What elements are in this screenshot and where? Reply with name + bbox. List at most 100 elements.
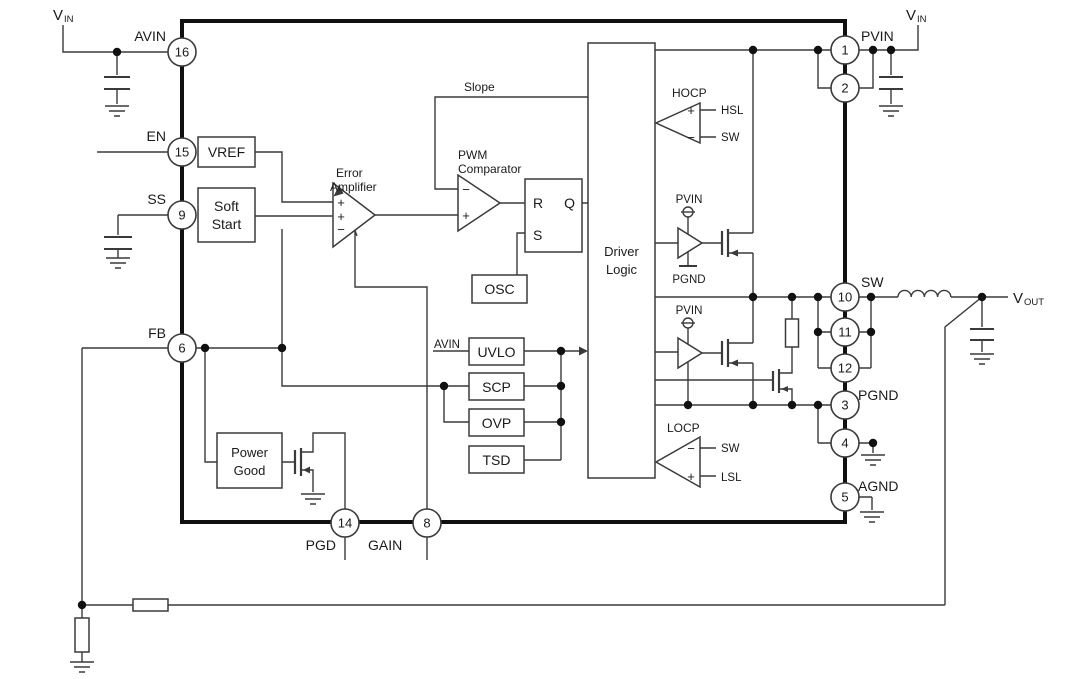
wire-power-good (282, 432, 346, 509)
pin-1-pvin: 1 PVIN (830, 28, 894, 65)
pin-5-agnd: 5 AGND (830, 478, 898, 512)
pin-label-pgd: PGD (306, 537, 336, 553)
ground-vin-right (879, 105, 903, 117)
wire-vin-pvin (859, 25, 919, 104)
ls-fet-arrow (730, 359, 738, 367)
pin-8-gain: 8 GAIN (368, 508, 442, 553)
pwm-minus: − (462, 182, 470, 197)
hocp-plus: + (687, 103, 695, 118)
tsd-box (468, 445, 525, 474)
driver-logic-block: Driver Logic (587, 42, 656, 479)
ground-fb-divider (70, 661, 94, 673)
pin-14-pgd: 14 PGD (306, 508, 360, 553)
error-amp-minus: − (337, 222, 345, 237)
high-side-buffer: PVIN PGND (672, 194, 705, 286)
osc-block: OSC (471, 274, 528, 304)
junction-dot (200, 343, 210, 353)
soft-start-label-1: Soft (214, 198, 239, 214)
vin-left-capacitor (104, 76, 130, 90)
soft-start-box (197, 187, 256, 243)
power-good-mosfet (293, 448, 310, 476)
pin-number-4: 4 (841, 436, 848, 451)
pin-label-pvin: PVIN (861, 28, 894, 44)
hocp-minus: − (687, 130, 695, 145)
pin-number-16: 16 (175, 45, 189, 60)
wire-gnd-bridges (817, 405, 874, 510)
pwm-comparator-triangle (457, 173, 502, 233)
tsd-label: TSD (483, 452, 511, 468)
pin-11-sw: 11 (830, 317, 860, 347)
soft-start-label-2: Start (212, 216, 242, 232)
pin-4-pgnd: 4 (830, 428, 860, 458)
error-amp-plus1: + (337, 195, 345, 210)
junction-dot (748, 45, 758, 55)
pin-circle-6 (167, 333, 197, 363)
junction-dot (748, 400, 758, 410)
pin-label-pgnd: PGND (858, 387, 898, 403)
pin-9-ss: 9 SS (147, 191, 197, 230)
pin-number-8: 8 (423, 516, 430, 531)
pin-circle-15 (167, 137, 197, 167)
flip-flop-q: Q (564, 195, 575, 211)
current-sense-resistor (784, 318, 800, 348)
pin-label-ss: SS (147, 191, 166, 207)
pin-number-9: 9 (178, 208, 185, 223)
pin-number-14: 14 (338, 516, 352, 531)
pin-2-pvin: 2 (830, 73, 860, 103)
error-amp-label-1: Error (336, 166, 363, 180)
pin-16-avin: 16 AVIN (134, 28, 197, 67)
junction-dot (683, 400, 693, 410)
ground-symbols (70, 105, 994, 673)
low-side-buffer: PVIN (676, 305, 704, 370)
pin-circle-12 (830, 353, 860, 383)
gain-arrowhead (333, 185, 344, 197)
junction-dots (77, 45, 987, 610)
ls-buffer-triangle (677, 336, 704, 370)
power-good-label-1: Power (231, 445, 269, 460)
error-amp-triangle (332, 181, 377, 249)
power-good-block: Power Good (216, 432, 283, 489)
vout-sub: OUT (1024, 297, 1044, 308)
vin-right-sub: IN (917, 14, 927, 25)
pin-number-2: 2 (841, 81, 848, 96)
pin-label-fb: FB (148, 325, 166, 341)
ground-ss (106, 257, 130, 269)
pin-circle-1 (830, 35, 860, 65)
wire-fb-divider (81, 296, 983, 662)
scp-label: SCP (482, 379, 511, 395)
wire-hocp-stubs (700, 109, 716, 138)
vout-label: V (1013, 290, 1023, 307)
pin-circle-8 (412, 508, 442, 538)
wire-slope (434, 96, 588, 190)
pin-label-sw: SW (861, 274, 884, 290)
vref-label: VREF (208, 144, 245, 160)
pin-circle-5 (830, 482, 860, 512)
ovp-label: OVP (482, 415, 512, 431)
pin-circle-3 (830, 390, 860, 420)
uvlo-box (468, 337, 525, 366)
pin-label-agnd: AGND (858, 478, 898, 494)
error-amplifier: + + − Error Amplifier (330, 166, 377, 249)
hocp-triangle (654, 101, 701, 145)
ground-pg-fet (301, 493, 325, 505)
wire-ss (117, 214, 168, 258)
pin-number-12: 12 (838, 361, 852, 376)
pwm-comparator: − + PWM Comparator (457, 148, 521, 233)
hs-fet-arrow (730, 249, 738, 257)
vin-left-sub: IN (64, 14, 74, 25)
vout-capacitor (970, 328, 994, 341)
locp-lsl-label: LSL (721, 472, 742, 484)
locp-label: LOCP (667, 421, 700, 435)
ss-capacitor (104, 236, 132, 250)
locp-plus: + (687, 469, 695, 484)
pin-number-1: 1 (841, 43, 848, 58)
vin-right-label: V (906, 7, 916, 24)
wire-sense (655, 297, 793, 405)
pin-number-15: 15 (175, 145, 189, 160)
locp-sw-label: SW (721, 443, 740, 455)
pin-label-avin: AVIN (134, 28, 166, 44)
ground-vin-left (105, 105, 129, 117)
sense-fet-arrow (781, 386, 788, 392)
pwm-plus: + (462, 208, 470, 223)
ovp-box (468, 408, 525, 437)
